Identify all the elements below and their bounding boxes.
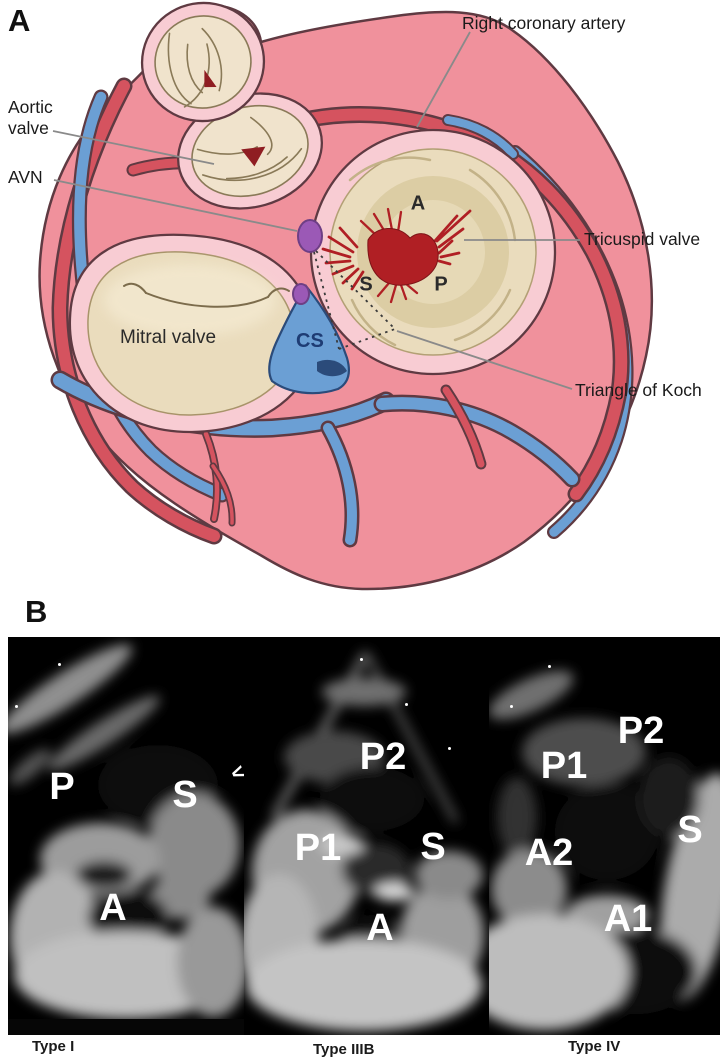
echo1-label-a: A [99,887,127,929]
panel-a-label: A [8,3,31,38]
label-aortic-valve: Aortic valve [8,97,53,140]
heart-illustration [38,1,654,591]
scale-marker-dot [405,703,408,706]
caption-type-iiib: Type IIIB [313,1041,375,1058]
coronary-sinus-drawing [268,284,350,395]
chordae-drawing [321,207,472,304]
echo2-label-p1: P1 [294,827,342,869]
echo3-label-a2: A2 [524,832,574,874]
scale-marker-dot [360,658,363,661]
avn-node-small [292,283,310,305]
tricuspid-leaflet-septal: S [359,273,373,296]
echo1-label-s: S [172,774,198,816]
echo-panel-type-i: P S A < [8,637,244,1035]
label-mitral-valve: Mitral valve [120,327,217,348]
echo2-label-p2: P2 [359,736,407,778]
echo-strip: P S A < [8,637,720,1035]
tricuspid-leaflet-posterior: P [434,273,448,296]
echo2-label-a: A [366,907,394,949]
pulmonary-valve-drawing [140,1,266,123]
label-aortic-valve-line1: Aortic [8,97,53,117]
scale-marker-dot [448,747,451,750]
scale-marker-dot [510,705,513,708]
caption-type-i: Type I [32,1038,75,1055]
label-right-coronary-artery: Right coronary artery [462,13,626,33]
echo3-label-p1: P1 [540,745,588,787]
tricuspid-valve-drawing [309,128,557,376]
echo3-label-s: S [677,809,703,851]
echo-panel-type-iv: P1 P2 A2 S A1 [489,637,720,1035]
echo-image-type-i [8,637,244,1035]
echo-image-type-iv [489,637,720,1035]
scale-marker-dot [548,665,551,668]
mitral-valve-drawing [68,233,316,434]
label-tricuspid-valve: Tricuspid valve [584,229,701,249]
leader-lines [52,31,580,390]
caption-type-iv: Type IV [568,1038,621,1055]
label-coronary-sinus: CS [296,330,324,352]
scale-marker-dot [58,663,61,666]
avn-node [297,219,323,253]
echo1-label-p: P [49,766,75,808]
echo3-label-p2: P2 [617,710,665,752]
echo-image-type-iiib [244,637,489,1035]
echo2-label-s: S [420,826,446,868]
panel-b-label: B [25,594,48,629]
label-avn: AVN [8,167,43,187]
scale-marker-dot [15,705,18,708]
tricuspid-leaflet-anterior: A [410,192,426,215]
echo3-label-a1: A1 [603,898,653,940]
echo-panel-type-iiib: P2 P1 S A [244,637,489,1035]
label-triangle-of-koch: Triangle of Koch [575,380,702,400]
triangle-of-koch-outline [313,250,396,350]
label-aortic-valve-line2: valve [8,118,49,139]
